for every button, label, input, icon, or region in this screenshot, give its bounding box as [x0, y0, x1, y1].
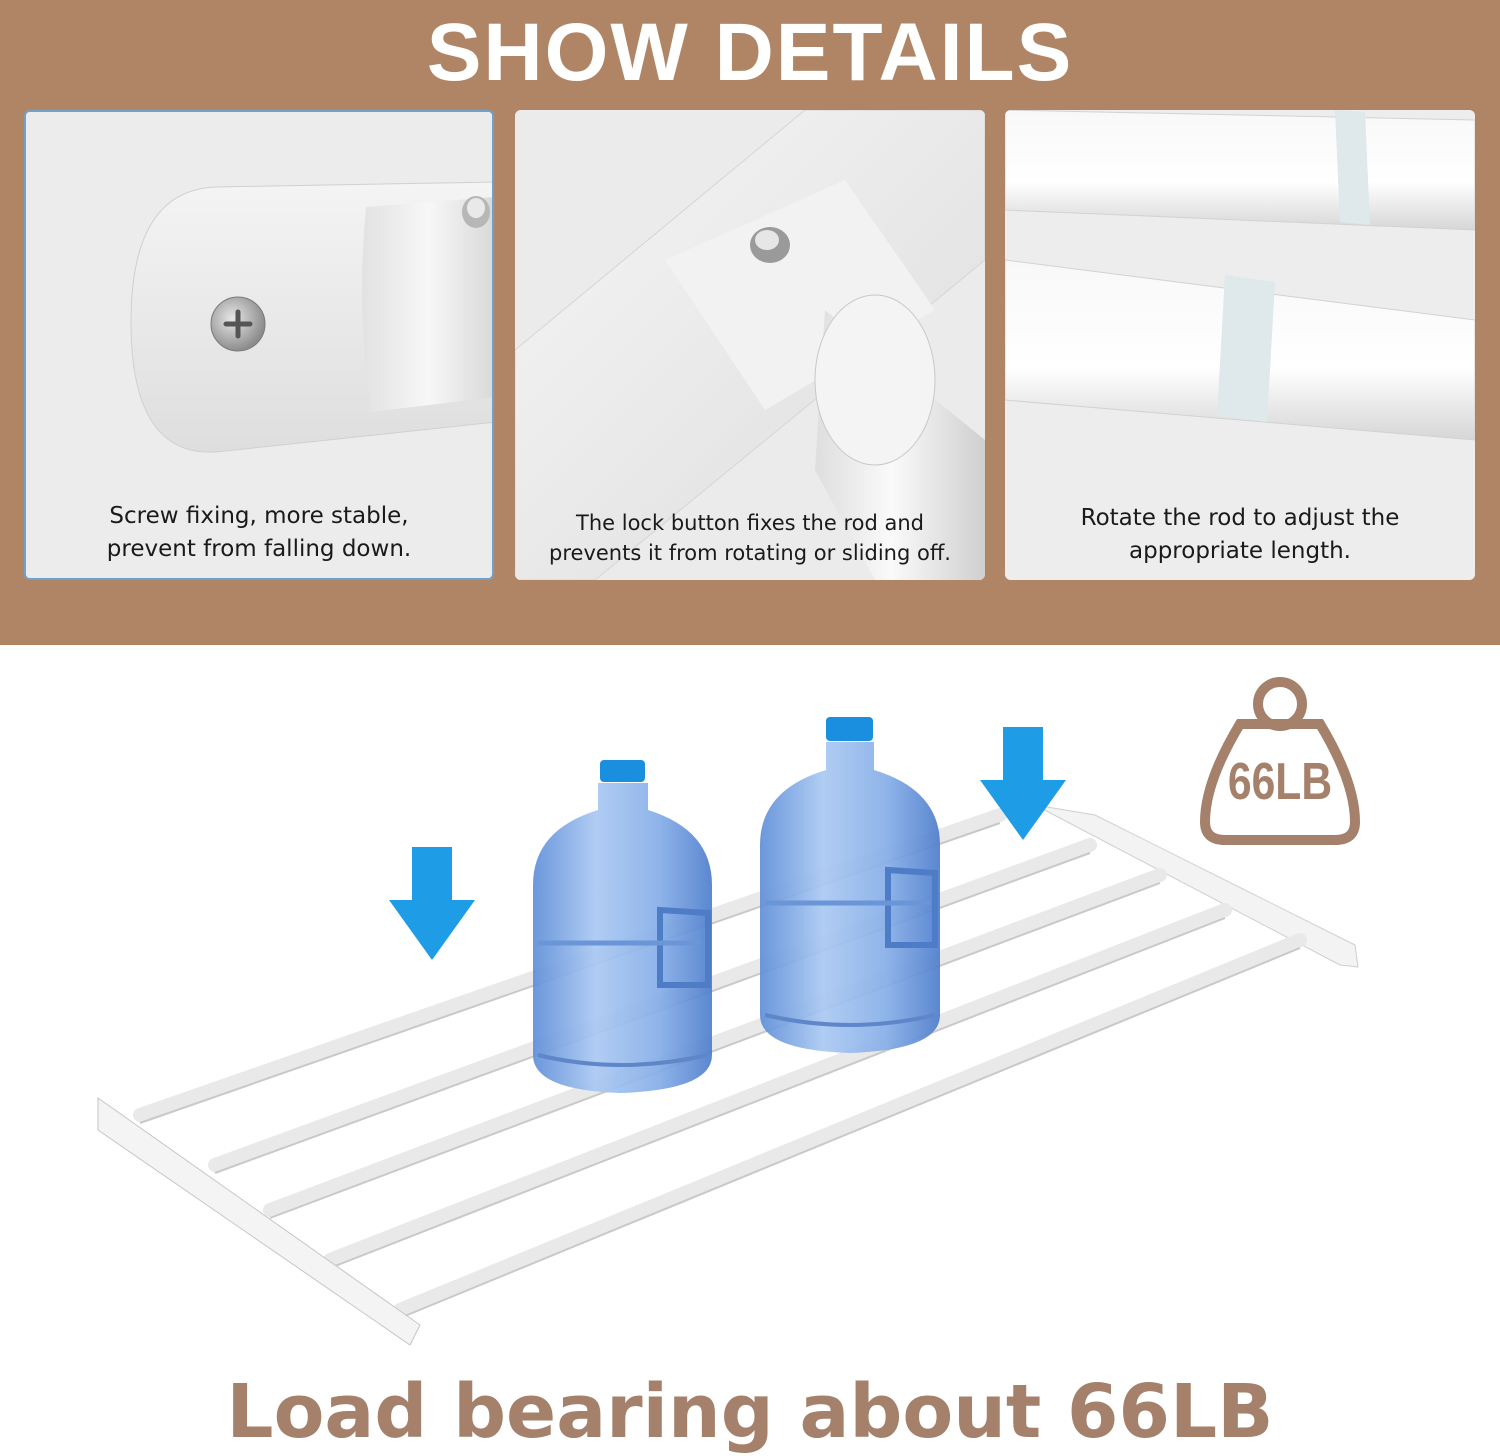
- telescopic-rod-icon: [1005, 110, 1475, 580]
- water-bottle-icon: [760, 717, 940, 1053]
- weight-badge-label: 66LB: [1227, 753, 1333, 811]
- lock-button-icon: [515, 110, 985, 580]
- down-arrow-icon: [980, 727, 1066, 840]
- page-title: SHOW DETAILS: [426, 7, 1074, 98]
- panel-caption-line1: The lock button fixes the rod and: [576, 511, 924, 535]
- down-arrow-icon: [389, 847, 475, 960]
- detail-panel-lock-button: The lock button fixes the rod and preven…: [515, 110, 985, 580]
- rack-illustration: [97, 717, 1359, 1346]
- detail-panel-rod-length: Rotate the rod to adjust the appropriate…: [1005, 110, 1475, 580]
- panel-caption-line1: Rotate the rod to adjust the: [1080, 505, 1400, 531]
- panel-caption-line2: prevent from falling down.: [106, 536, 412, 562]
- panel-caption-line2: appropriate length.: [1129, 538, 1351, 564]
- load-bearing-caption: Load bearing about 66LB: [226, 1369, 1274, 1455]
- panel-caption-line1: Screw fixing, more stable,: [109, 503, 409, 529]
- panel-caption-line2: prevents it from rotating or sliding off…: [549, 541, 951, 565]
- water-bottle-icon: [533, 760, 712, 1093]
- detail-panel-screw: Screw fixing, more stable, prevent from …: [24, 110, 494, 580]
- weight-icon: [1199, 677, 1361, 845]
- screw-bracket-icon: [26, 112, 492, 578]
